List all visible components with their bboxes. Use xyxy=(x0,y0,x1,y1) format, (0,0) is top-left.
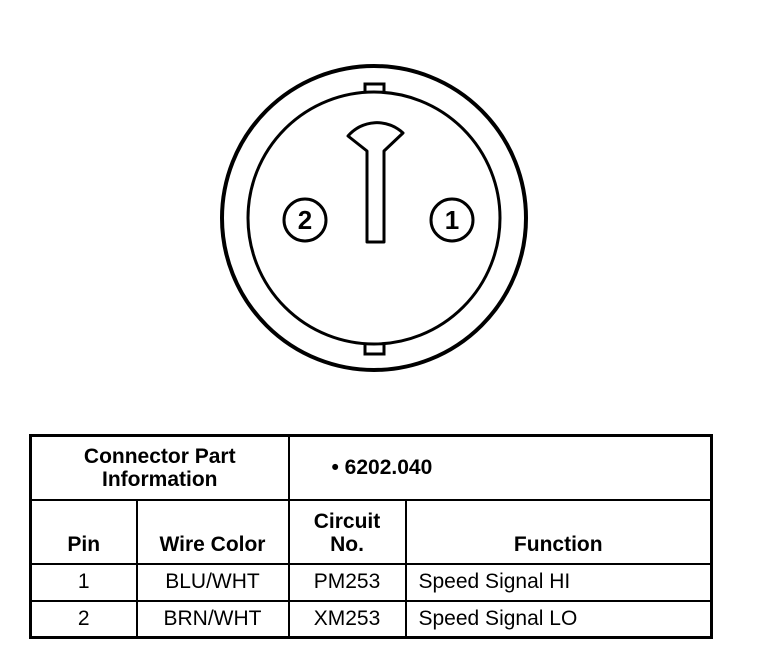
polarizing-key xyxy=(346,121,405,244)
row-2-pin: 2 xyxy=(29,599,138,639)
pin-2-circle xyxy=(282,197,328,243)
connector-outer-ring xyxy=(220,64,528,372)
pin-1: 1 xyxy=(429,197,475,243)
header-wire-color: Wire Color xyxy=(135,498,290,565)
header-row: Pin Wire Color Circuit No. Function xyxy=(29,498,713,565)
header-circuit: Circuit No. xyxy=(287,498,407,565)
row-1-circuit: PM253 xyxy=(287,562,407,602)
pin-1-label: 1 xyxy=(445,205,459,235)
pin-1-circle xyxy=(429,197,475,243)
connector-info-table: Connector Part Information • 6202.040 Pi… xyxy=(29,434,713,639)
row-2-function: Speed Signal LO xyxy=(404,599,713,639)
row-2-circuit: XM253 xyxy=(287,599,407,639)
row-1-pin: 1 xyxy=(29,562,138,602)
part-number: • 6202.040 xyxy=(287,434,713,501)
connector-face-diagram: 2 1 xyxy=(220,64,528,372)
row-2-wire-color: BRN/WHT xyxy=(135,599,290,639)
part-info-row: Connector Part Information • 6202.040 xyxy=(29,434,713,501)
table-row: 2 BRN/WHT XM253 Speed Signal LO xyxy=(29,599,713,639)
header-function: Function xyxy=(404,498,713,565)
part-info-label: Connector Part Information xyxy=(29,434,290,501)
header-pin: Pin xyxy=(29,498,138,565)
pin-2: 2 xyxy=(282,197,328,243)
pin-2-label: 2 xyxy=(298,205,312,235)
table-row: 1 BLU/WHT PM253 Speed Signal HI xyxy=(29,562,713,602)
row-1-function: Speed Signal HI xyxy=(404,562,713,602)
row-1-wire-color: BLU/WHT xyxy=(135,562,290,602)
